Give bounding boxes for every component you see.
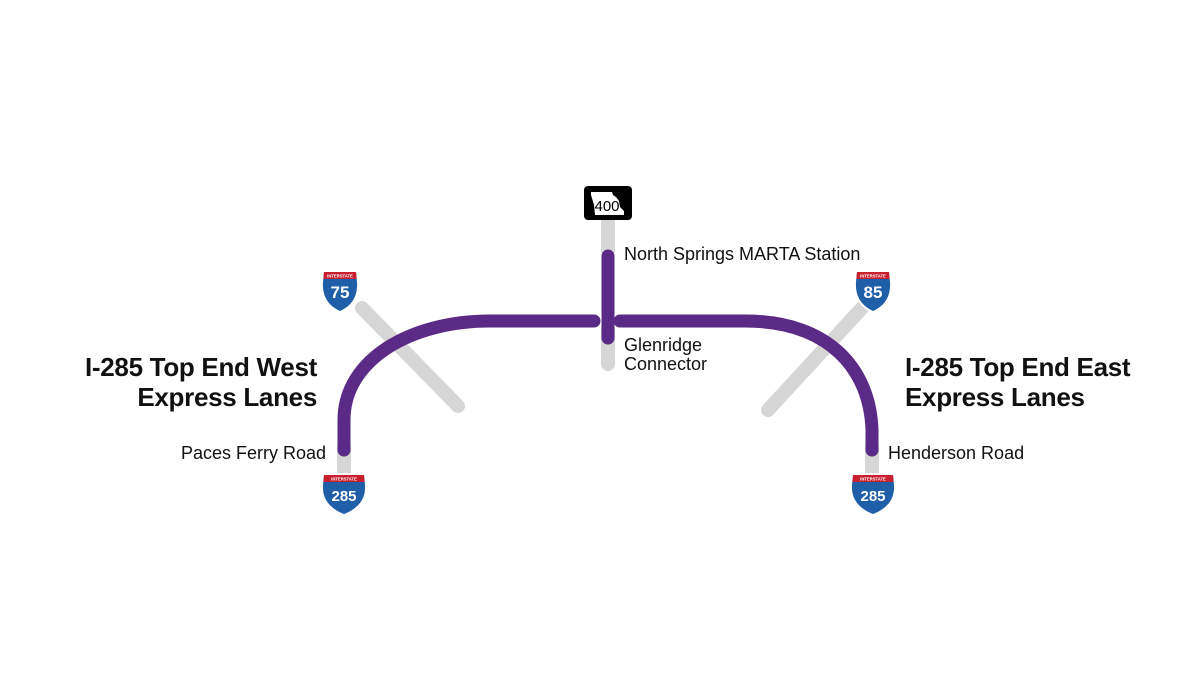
i85-shield-number: 85 [864, 283, 883, 302]
glenridge-label-line-1: Glenridge [624, 335, 703, 355]
ga400-shield-icon: 400 [584, 186, 632, 220]
west-express-lanes-title: I-285 Top End West Express Lanes [85, 352, 317, 412]
i285-west-shield-number: 285 [331, 488, 356, 505]
express-lane-west [337, 314, 601, 457]
i75-shield-number: 75 [331, 283, 350, 302]
road-i75 [355, 301, 465, 413]
paces-ferry-road-label: Paces Ferry Road [180, 443, 326, 463]
east-title-line-2: Express Lanes [905, 382, 1085, 412]
express-lanes [337, 249, 879, 457]
east-express-lanes-title: I-285 Top End East Express Lanes [905, 352, 1131, 412]
i285-east-shield-top-text: INTERSTATE [860, 477, 886, 482]
ga400-shield-number: 400 [594, 198, 619, 215]
i75-shield-icon: INTERSTATE 75 [320, 270, 360, 313]
west-title-line-1: I-285 Top End West [84, 352, 317, 382]
north-springs-marta-station-label: North Springs MARTA Station [624, 244, 861, 264]
east-title-line-1: I-285 Top End East [905, 352, 1131, 382]
express-lane-east [613, 314, 879, 457]
i85-shield-top-text: INTERSTATE [860, 274, 886, 279]
i285-east-shield-number: 285 [860, 488, 885, 505]
glenridge-label-line-2: Connector [624, 354, 708, 374]
glenridge-connector-label: Glenridge Connector [624, 336, 707, 374]
i85-shield-icon: INTERSTATE 85 [853, 270, 893, 313]
henderson-road-label: Henderson Road [888, 443, 1025, 463]
i285-west-shield-icon: INTERSTATE 285 [320, 473, 368, 516]
i75-shield-top-text: INTERSTATE [327, 274, 353, 279]
i285-east-shield-icon: INTERSTATE 285 [849, 473, 897, 516]
west-title-line-2: Express Lanes [137, 382, 317, 412]
i285-west-shield-top-text: INTERSTATE [331, 477, 357, 482]
road-i85 [761, 301, 869, 417]
